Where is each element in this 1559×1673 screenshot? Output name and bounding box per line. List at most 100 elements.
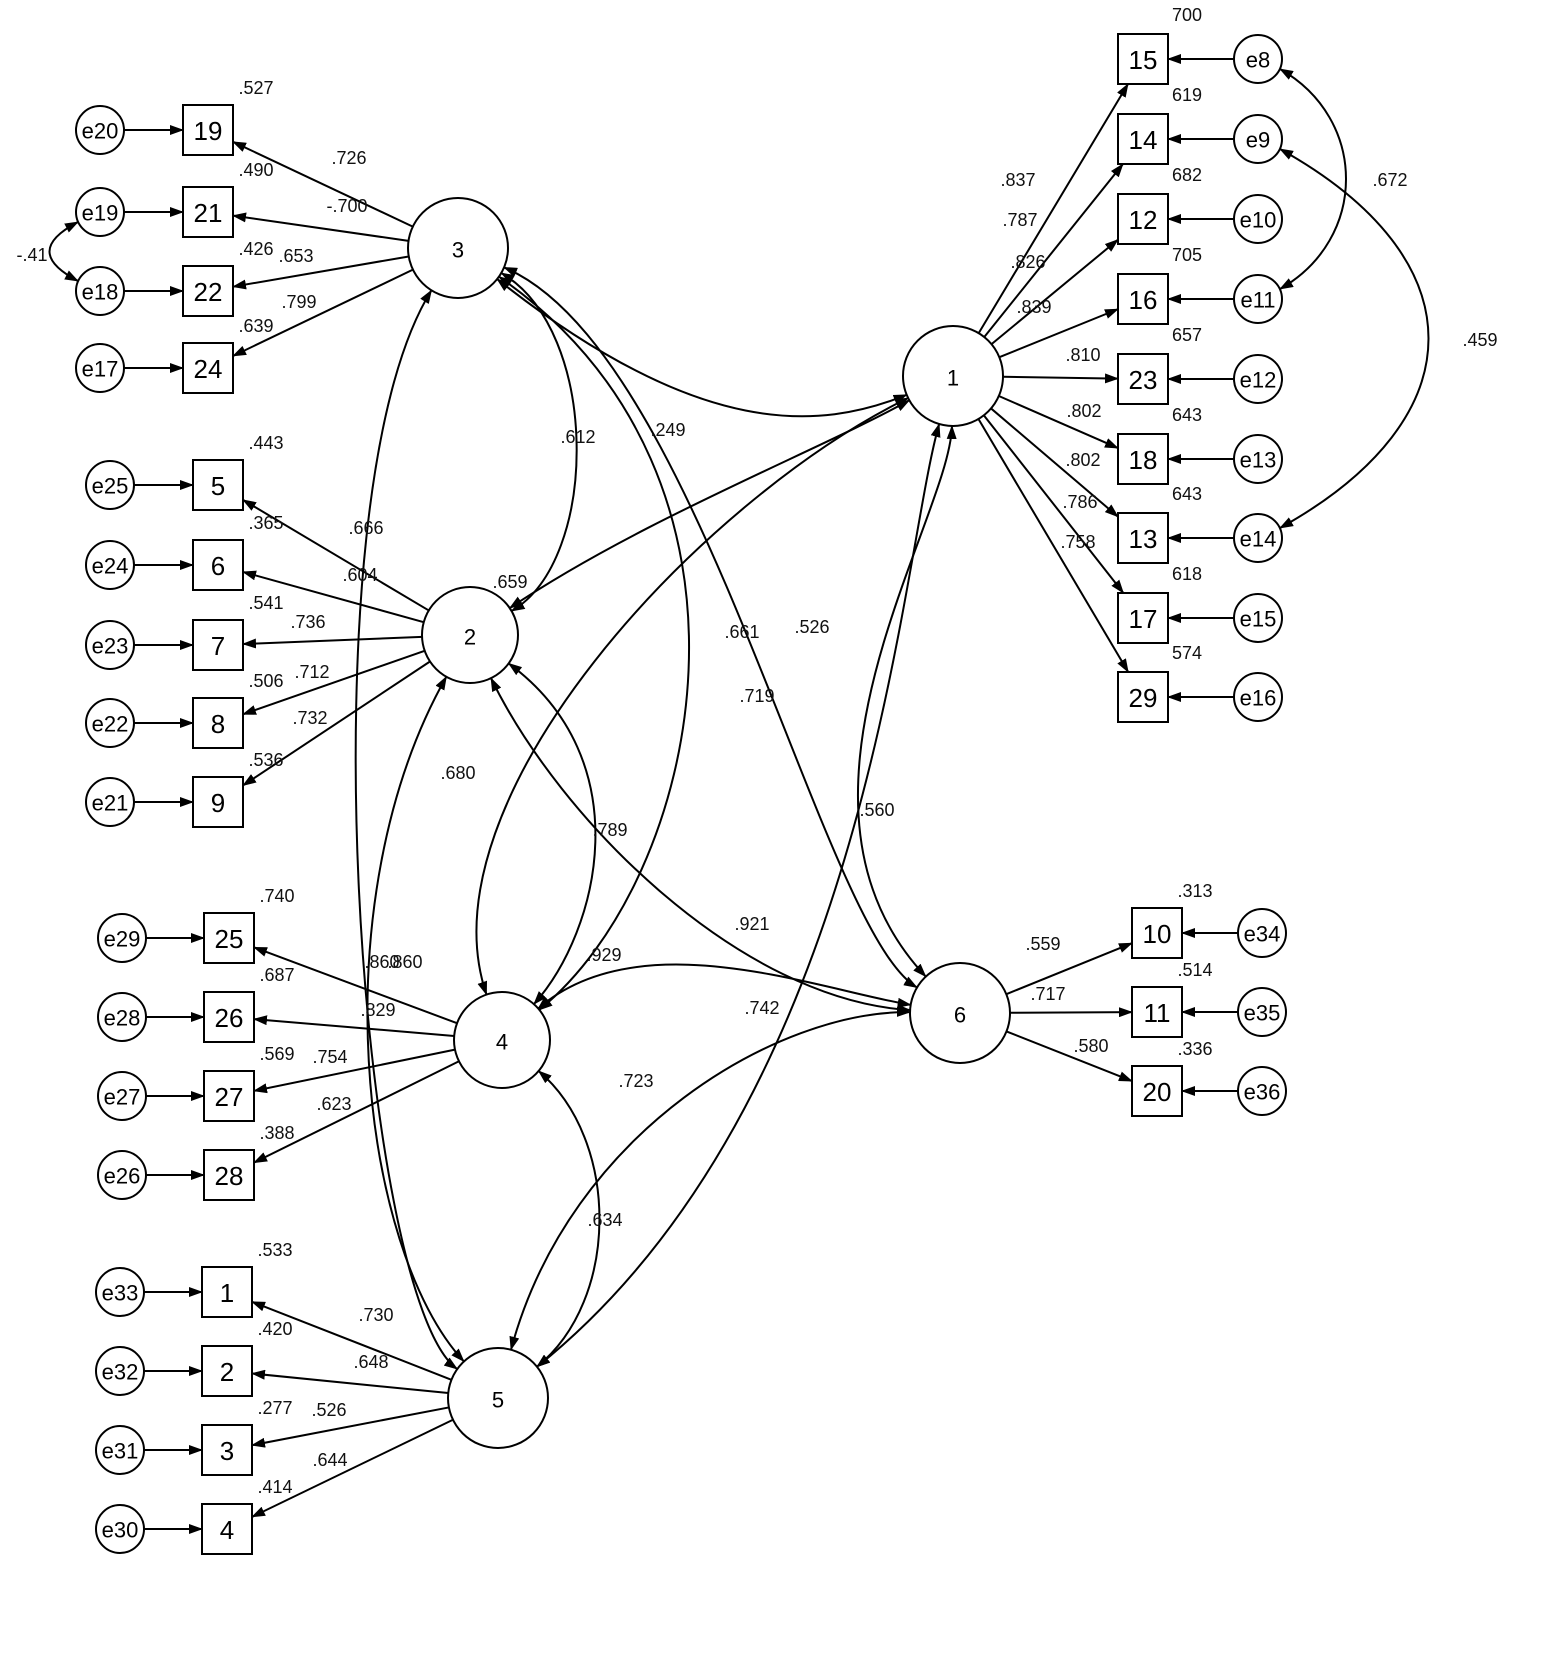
loading-label-3-24: .799 xyxy=(281,292,316,312)
indicator-label-4: 4 xyxy=(220,1515,234,1545)
indicator-box-12 xyxy=(1117,193,1169,245)
loading-label-2-7: .736 xyxy=(290,612,325,632)
factor-correlation-label-6-5: .742 xyxy=(744,998,779,1018)
loading-path-1-23 xyxy=(1002,373,1119,384)
indicator-label-18: 18 xyxy=(1129,445,1158,475)
r-squared-21: .490 xyxy=(238,160,273,180)
error-label-e31: e31 xyxy=(102,1439,139,1464)
factor-correlation-3-5 xyxy=(354,289,459,1370)
loading-label-1-23: .810 xyxy=(1065,345,1100,365)
error-covariance-label-e9-e14: .459 xyxy=(1462,330,1497,350)
error-circle-e22 xyxy=(85,698,135,748)
error-label-e15: e15 xyxy=(1240,607,1277,632)
factor-correlation-label-1-5: .723 xyxy=(618,1071,653,1091)
error-circle-e11 xyxy=(1233,274,1283,324)
loading-path-6-10 xyxy=(1005,942,1133,996)
indicator-box-26 xyxy=(203,991,255,1043)
r-squared-22: .426 xyxy=(238,239,273,259)
indicator-box-18 xyxy=(1117,433,1169,485)
indicator-label-15: 15 xyxy=(1129,45,1158,75)
latent-factor-label-5: 5 xyxy=(492,1388,504,1413)
error-label-e25: e25 xyxy=(92,474,129,499)
error-label-e28: e28 xyxy=(104,1006,141,1031)
indicator-box-15 xyxy=(1117,33,1169,85)
factor-correlation-2-5 xyxy=(366,675,465,1363)
error-circle-e25 xyxy=(85,460,135,510)
error-circle-e12 xyxy=(1233,354,1283,404)
r-squared-6: .365 xyxy=(248,513,283,533)
error-label-e10: e10 xyxy=(1240,208,1277,233)
r-squared-3: .277 xyxy=(257,1398,292,1418)
r-squared-24: .639 xyxy=(238,316,273,336)
loading-path-1-14 xyxy=(983,163,1124,338)
error-label-e14: e14 xyxy=(1240,527,1277,552)
indicator-label-13: 13 xyxy=(1129,524,1158,554)
r-squared-23: 657 xyxy=(1172,325,1202,345)
loading-label-2-5: .666 xyxy=(348,518,383,538)
indicator-box-14 xyxy=(1117,113,1169,165)
indicator-label-6: 6 xyxy=(211,551,225,581)
r-squared-15: 700 xyxy=(1172,5,1202,25)
indicator-label-21: 21 xyxy=(194,198,223,228)
indicator-label-11: 11 xyxy=(1144,998,1171,1028)
factor-correlation-label-3-1: .249 xyxy=(650,420,685,440)
loading-label-6-10: .559 xyxy=(1025,934,1060,954)
indicator-label-8: 8 xyxy=(211,709,225,739)
factor-correlation-3-4 xyxy=(498,275,691,1011)
error-label-e33: e33 xyxy=(102,1281,139,1306)
indicator-label-29: 29 xyxy=(1129,683,1158,713)
indicator-label-2: 2 xyxy=(220,1357,234,1387)
r-squared-17: 618 xyxy=(1172,564,1202,584)
r-squared-7: .541 xyxy=(248,593,283,613)
r-squared-18: 643 xyxy=(1172,405,1202,425)
factor-correlation-label-3-4: .661 xyxy=(724,622,759,642)
loading-path-2-5 xyxy=(242,499,430,612)
r-squared-10: .313 xyxy=(1177,881,1212,901)
r-squared-5: .443 xyxy=(248,433,283,453)
r-squared-29: 574 xyxy=(1172,643,1202,663)
loading-path-3-21 xyxy=(232,212,409,242)
error-label-e35: e35 xyxy=(1244,1001,1281,1026)
loading-path-5-2 xyxy=(251,1369,449,1395)
error-label-e9: e9 xyxy=(1246,128,1270,153)
loading-path-2-9 xyxy=(242,660,431,787)
error-covariance-label-e8-e11: .672 xyxy=(1372,170,1407,190)
factor-correlation-2-6 xyxy=(490,677,912,1015)
loading-path-3-19 xyxy=(232,140,414,228)
indicator-label-14: 14 xyxy=(1129,125,1158,155)
r-squared-19: .527 xyxy=(238,78,273,98)
factor-correlation-3-6 xyxy=(503,266,918,989)
indicator-box-23 xyxy=(1117,353,1169,405)
r-squared-28: .388 xyxy=(259,1123,294,1143)
error-label-e30: e30 xyxy=(102,1518,139,1543)
factor-correlation-6-5 xyxy=(509,1006,912,1351)
factor-correlation-1-6 xyxy=(856,424,957,978)
loading-path-1-29 xyxy=(977,418,1130,673)
latent-factor-6 xyxy=(909,962,1011,1064)
error-label-e21: e21 xyxy=(92,791,129,816)
error-circle-e30 xyxy=(95,1504,145,1554)
loading-label-5-2: .648 xyxy=(353,1352,388,1372)
error-circle-e36 xyxy=(1237,1066,1287,1116)
loading-path-1-15 xyxy=(977,83,1129,334)
loading-label-6-20: .580 xyxy=(1073,1036,1108,1056)
error-covariance-label-e19-e18: -.41 xyxy=(16,245,47,265)
factor-correlation-label-2-4: .789 xyxy=(592,820,627,840)
latent-factor-label-4: 4 xyxy=(496,1030,508,1055)
indicator-label-26: 26 xyxy=(215,1003,244,1033)
indicator-box-17 xyxy=(1117,592,1169,644)
error-circle-e20 xyxy=(75,105,125,155)
indicator-label-7: 7 xyxy=(211,631,225,661)
indicator-box-4 xyxy=(201,1503,253,1555)
error-label-e11: e11 xyxy=(1240,288,1275,313)
indicator-label-27: 27 xyxy=(215,1082,244,1112)
loading-label-4-25: .860 xyxy=(364,952,399,972)
indicator-box-25 xyxy=(203,912,255,964)
error-circle-e35 xyxy=(1237,987,1287,1037)
loading-path-5-4 xyxy=(251,1418,454,1518)
error-circle-e27 xyxy=(97,1071,147,1121)
error-label-e17: e17 xyxy=(82,357,119,382)
error-label-e26: e26 xyxy=(104,1164,141,1189)
latent-factor-2 xyxy=(421,586,519,684)
error-label-e18: e18 xyxy=(82,280,119,305)
